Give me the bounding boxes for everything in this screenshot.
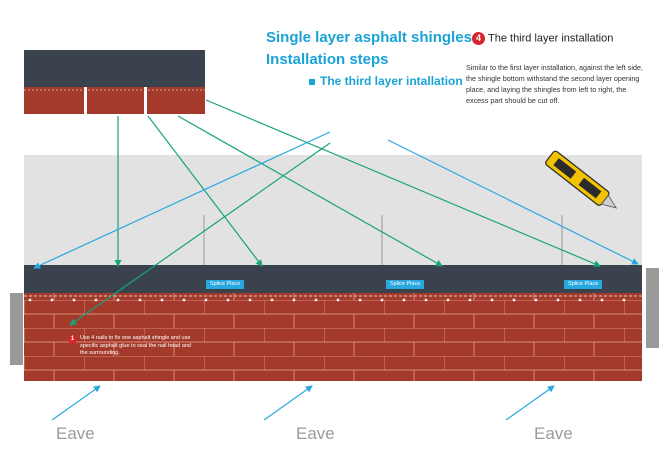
nail-icon [380,298,384,302]
splice-label: Splice Place [564,280,603,289]
nail-icon [622,298,626,302]
eave-label: Eave [56,424,95,443]
step-heading-text: The third layer installation [488,32,614,45]
step-description: Similar to the first layer installation,… [466,63,643,105]
nail-icon [336,298,340,302]
nail-icon [182,298,186,302]
nail-icon [204,298,208,302]
shingle-sample [24,50,205,114]
nail-icon [490,298,494,302]
shingle-dark-strip [24,265,642,293]
nail-icon [358,298,362,302]
page-title: Single layer asphalt shingles [266,29,472,46]
right-edge-strip [646,268,659,348]
section-title: The third layer intallation [309,74,463,88]
nail-icon [292,298,296,302]
section-title-text: The third layer intallation [320,74,463,88]
eave-label: Eave [296,424,335,443]
nail-icon [160,298,164,302]
nail-icon [512,298,516,302]
nail-icon [248,298,252,302]
nail-icon [314,298,318,302]
step-number-badge: 4 [472,32,485,45]
nail-icon [600,298,604,302]
nail-icon [226,298,230,302]
nail-icon [28,298,32,302]
nail-icon [468,298,472,302]
nail-icon [578,298,582,302]
splice-label: Splice Place [386,280,425,289]
shingle-red-area [24,293,642,381]
nail-icon [270,298,274,302]
nail-icon [138,298,142,302]
nail-icon [446,298,450,302]
nail-icon [50,298,54,302]
utility-knife-icon [545,150,618,209]
nail-icon [116,298,120,302]
nail-icon [534,298,538,302]
splice-label: Splice Place [206,280,245,289]
nail-icon [556,298,560,302]
nail-note-badge: 1 [68,335,77,344]
nail-icon [424,298,428,302]
eave-label: Eave [534,424,573,443]
nail-icon [72,298,76,302]
sample-arrows [69,99,601,326]
roof-deck [24,155,642,265]
nail-icon [94,298,98,302]
nail-note-text: Use 4 nails to fix one asphalt shingle a… [80,335,191,356]
left-edge-strip [10,293,23,365]
square-bullet-icon [309,78,315,85]
nail-row [28,298,626,302]
direction-arrows [33,131,639,421]
nail-icon [402,298,406,302]
page-subtitle: Installation steps [266,51,389,68]
